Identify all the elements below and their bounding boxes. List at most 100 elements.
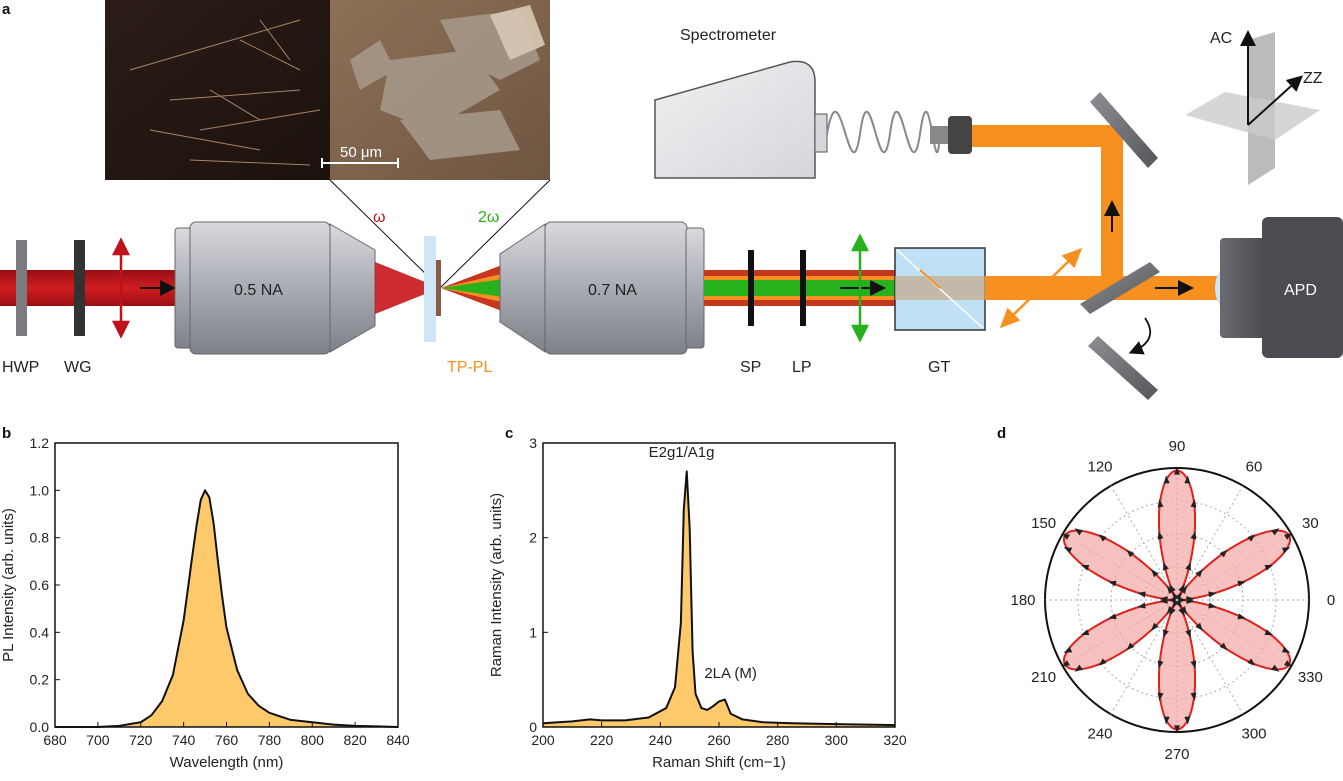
x-tick-label: 680 [43,732,67,748]
gt-label: GT [928,359,950,376]
polar-data-point [1190,499,1197,508]
hwp-label: HWP [2,359,39,376]
polar-data-point [1175,599,1182,609]
polar-data-point [1157,499,1164,508]
area-fill [543,471,895,727]
polar-data-point [1163,629,1169,638]
polar-data-point [1281,646,1291,653]
substrate [424,236,436,342]
polar-data-point [1219,642,1228,651]
objective-0-7na: 0.7 NA [499,221,705,355]
polar-angle-label: 270 [1164,746,1189,763]
polar-data-point [1264,629,1274,636]
polar-data-point [1184,716,1191,725]
polar-data-point [1169,607,1176,616]
polar-angle-label: 0 [1327,592,1335,609]
polar-data-point [1247,658,1256,666]
y-tick-label: 0.8 [30,530,50,546]
area-fill [55,490,398,727]
polar-data-point [1108,613,1117,620]
wg-plate [74,240,85,336]
polar-data-point [1247,534,1256,542]
svg-text:APD: APD [1284,282,1317,299]
polar-data-point [1061,533,1070,540]
y-tick-label: 0.4 [30,624,50,640]
y-tick-label: 0.0 [30,719,50,735]
hwp-plate [16,240,27,336]
polar-data-point [1271,664,1280,672]
x-tick-label: 700 [86,732,110,748]
y-tick-label: 0 [529,719,537,735]
wg-label: WG [64,359,92,376]
apd-detector: APD [1215,217,1343,358]
x-tick-label: 800 [301,732,325,748]
polar-data-point [1186,597,1195,604]
x-tick-label: 720 [129,732,153,748]
flip-mirror-alt [1088,336,1158,400]
dark-field-image [105,0,330,180]
y-tick-label: 1.2 [30,435,50,451]
x-axis-label: Raman Shift (cm−1) [652,754,786,771]
polar-data-point [1159,597,1168,604]
polar-data-point [1195,569,1203,578]
two-omega-label: 2ω [478,209,499,226]
polar-data-point [1195,622,1203,631]
polar-data-point [1080,564,1090,571]
svg-text:AC: AC [1210,30,1232,47]
polar-data-point [1157,531,1164,540]
x-tick-label: 280 [766,732,790,748]
omega-label: ω [373,209,386,226]
svg-text:0.5 NA: 0.5 NA [234,282,283,299]
x-tick-label: 320 [883,732,907,748]
polar-data-point [1178,584,1185,593]
svg-text:Spectrometer: Spectrometer [680,27,777,44]
polar-angle-label: 60 [1246,459,1263,476]
panel-label-c: c [505,425,513,442]
polar-data-point [1157,660,1164,669]
polar-fit-curve [1063,469,1291,731]
polar-data-point [1063,547,1073,554]
panel-label-d: d [997,425,1006,442]
polar-data-point [1284,660,1293,667]
focusing-cone [375,262,440,314]
crystal-axes: AC ZZ [1185,30,1323,185]
x-tick-label: 740 [172,732,196,748]
polar-data-point [1219,549,1228,558]
polar-data-point [1151,569,1159,578]
polar-data-point [1151,622,1159,631]
polar-grid-spoke [1176,485,1244,601]
annotation-main-peak: E2g1/A1g [649,444,715,461]
flip-mirror [1080,262,1160,314]
polar-angle-label: 180 [1010,592,1035,609]
y-axis-label: Raman Intensity (arb. units) [488,493,505,677]
polar-data-point [1126,642,1135,651]
polar-data-point [1190,692,1197,701]
polar-angle-label: 330 [1298,669,1323,686]
polar-data-point [1137,602,1146,609]
polar-data-point [1163,562,1169,571]
polar-data-point [1157,692,1164,701]
scale-bar-label: 50 μm [340,144,382,161]
polar-angle-label: 300 [1241,725,1266,742]
polar-grid-spoke [1176,599,1244,715]
polar-data-point [1074,528,1083,536]
polar-data-point [1163,475,1170,484]
spectrum-line [55,489,399,728]
y-axis-label: PL Intensity (arb. units) [0,508,17,662]
x-tick-label: 220 [590,732,614,748]
sample-flake [436,260,441,316]
polar-data-point [1126,549,1135,558]
polar-data-point [1174,466,1180,475]
svg-text:0.7 NA: 0.7 NA [588,282,637,299]
lp-label: LP [792,359,812,376]
polar-data-point [1237,580,1246,587]
polar-data-point [1163,716,1170,725]
x-axis-label: Wavelength (nm) [170,754,284,771]
polar-data-point [1061,660,1070,667]
x-tick-label: 840 [386,732,410,748]
y-tick-label: 1 [529,624,537,640]
polar-data-point [1137,591,1146,598]
